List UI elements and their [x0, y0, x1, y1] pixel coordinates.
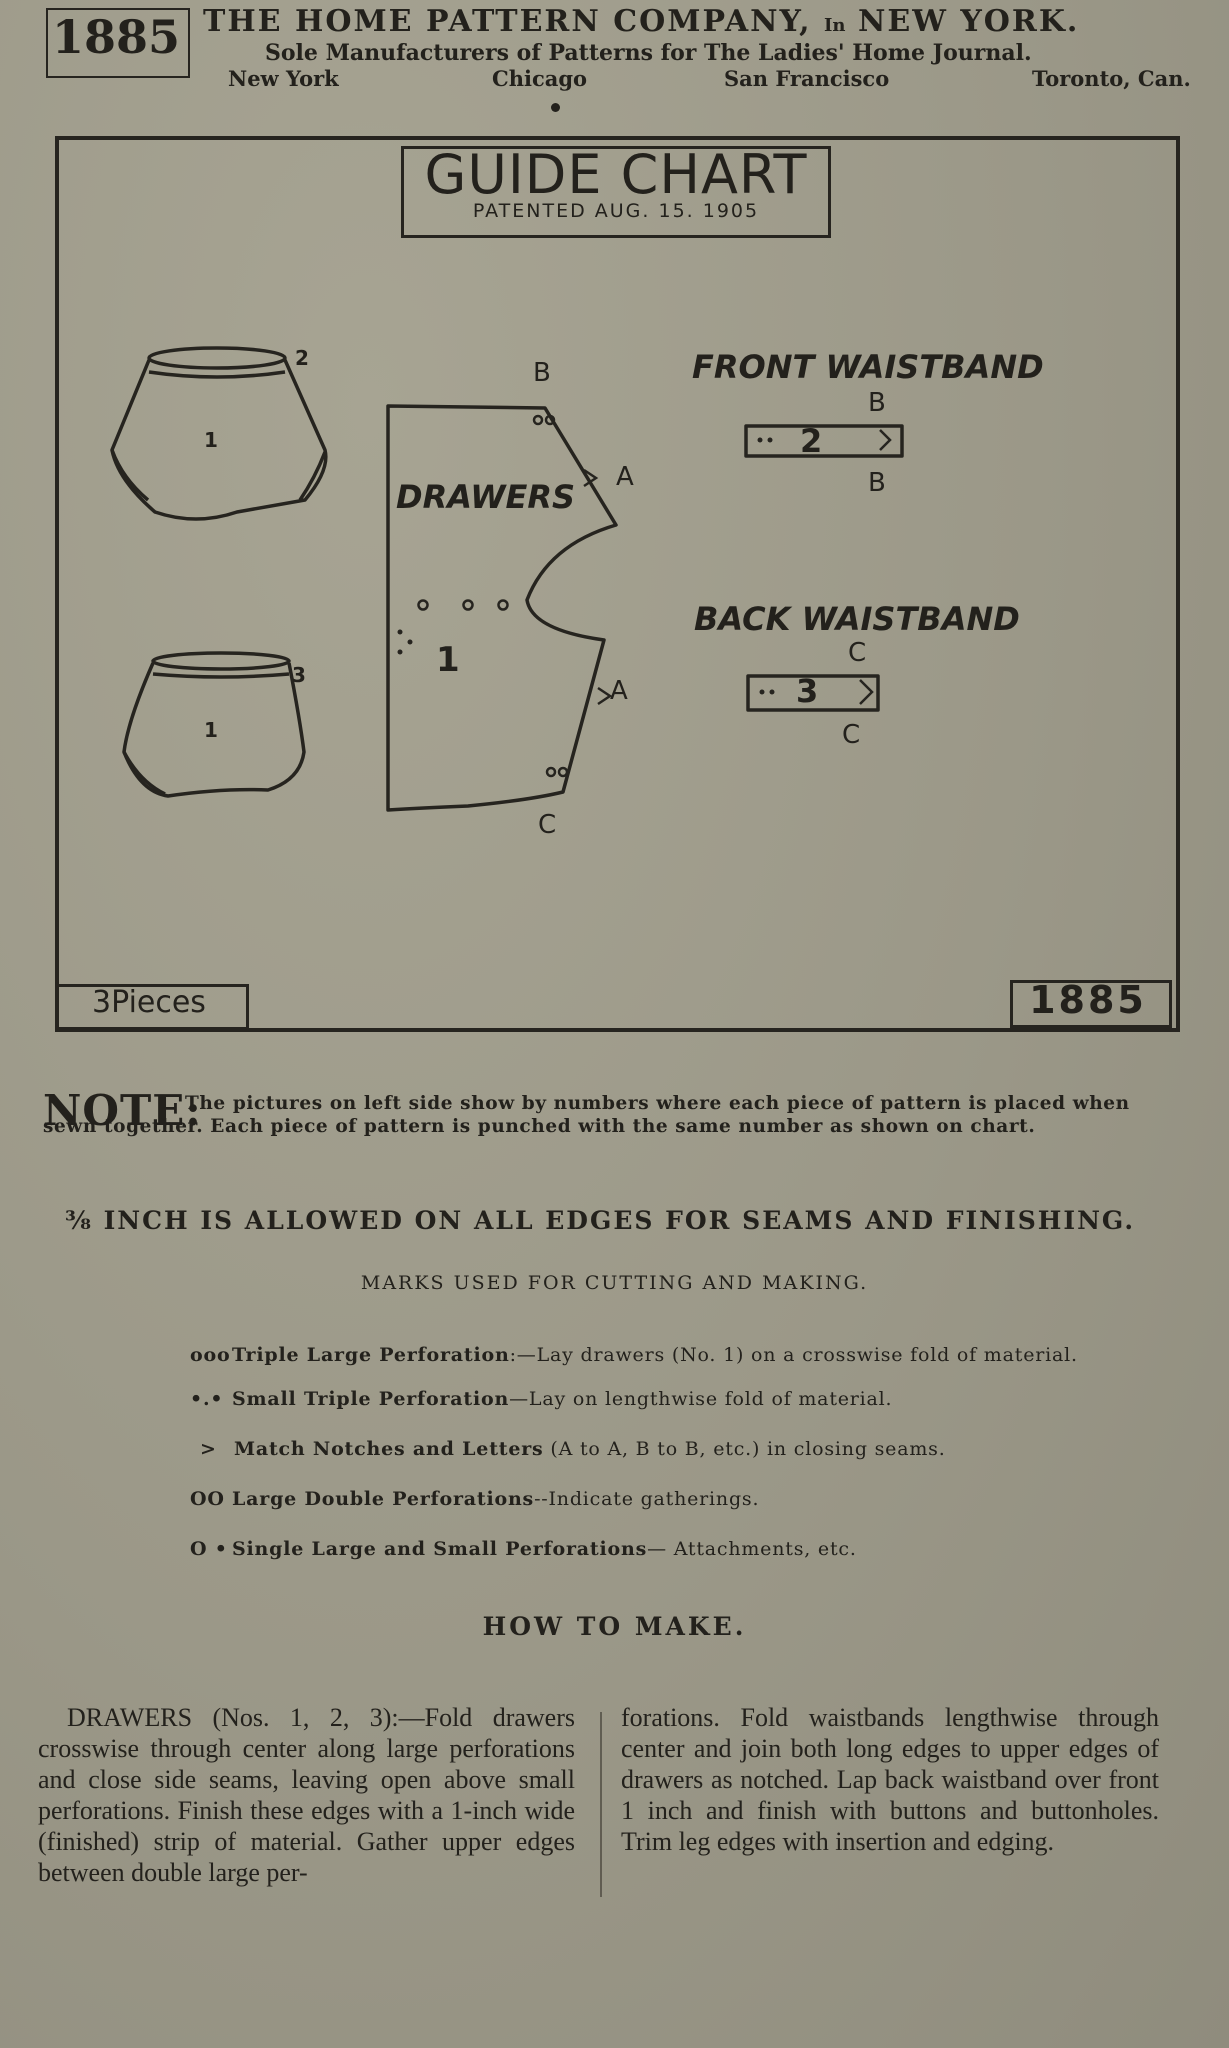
small-perforation-icon: [759, 689, 765, 695]
mark-name: Small Triple Perforation: [232, 1388, 510, 1410]
letter-b-waistband-bottom: B: [868, 468, 886, 498]
header-dot: [551, 103, 560, 112]
pieces-count: 3Pieces: [92, 985, 206, 1020]
notch-c-waistband-icon: [859, 679, 874, 705]
company-in: In: [823, 15, 846, 36]
notch-a-upper-icon: [583, 468, 599, 488]
drawers-front-number: 1: [204, 428, 218, 452]
triple-large-perforation-icon: ooo: [190, 1344, 231, 1366]
mark-single-large-small: O •Single Large and Small Perforations— …: [190, 1538, 857, 1560]
note-label: NOTE:: [43, 1086, 202, 1135]
mark-name: Single Large and Small Perforations: [232, 1538, 648, 1560]
note-text: The pictures on left side show by number…: [43, 1093, 1130, 1137]
drawers-assembled-back-icon: [122, 651, 306, 798]
drawers-back-waistband-number: 3: [292, 663, 306, 687]
company-name: THE HOME PATTERN COMPANY,: [203, 4, 812, 39]
mark-text: --Indicate gatherings.: [534, 1488, 760, 1510]
mark-name: Triple Large Perforation: [232, 1344, 510, 1366]
notch-icon: >: [200, 1438, 217, 1460]
chart-pattern-number: 1885: [1029, 978, 1147, 1022]
front-waistband-number: 2: [800, 422, 823, 460]
small-perforation-icon: [757, 437, 763, 443]
back-waistband-piece-icon: [746, 674, 880, 712]
marks-title: MARKS USED FOR CUTTING AND MAKING.: [360, 1272, 869, 1294]
mark-name: Match Notches and Letters: [234, 1438, 544, 1460]
column-divider: [600, 1712, 602, 1897]
mark-triple-large: oooTriple Large Perforation:—Lay drawers…: [190, 1344, 1078, 1366]
sole-manufacturers-line: Sole Manufacturers of Patterns for The L…: [265, 40, 1032, 66]
city-new-york: New York: [228, 66, 339, 91]
company-name-line: THE HOME PATTERN COMPANY, In NEW YORK.: [203, 4, 1079, 39]
drawers-back-number: 1: [204, 718, 218, 742]
letter-a-upper: A: [616, 462, 634, 492]
front-waistband-label: FRONT WAISTBAND: [692, 348, 1044, 386]
city-chicago: Chicago: [492, 66, 588, 91]
mark-text: — Attachments, etc.: [647, 1538, 857, 1560]
front-waistband-piece-icon: [744, 424, 904, 458]
letter-b-waistband-top: B: [868, 388, 886, 418]
drawers-pattern-piece-icon: [386, 404, 618, 812]
perforation-icon: [532, 414, 544, 426]
guide-chart-patent: PATENTED AUG. 15. 1905: [472, 200, 760, 222]
small-triple-perforation-icon: •.•: [190, 1388, 224, 1410]
notch-a-lower-icon: [597, 686, 613, 706]
mark-notches: > Match Notches and Letters (A to A, B to…: [200, 1438, 946, 1460]
pattern-drawings: [110, 346, 904, 812]
guide-chart-title-box: [401, 146, 831, 238]
small-perforation-icon: [397, 629, 403, 635]
city-toronto: Toronto, Can.: [1032, 66, 1191, 91]
instructions-right-column: forations. Fold waistbands lengthwise th…: [621, 1703, 1159, 1856]
back-waistband-label: BACK WAISTBAND: [694, 600, 1020, 638]
single-large-small-perforation-icon: O •: [190, 1538, 228, 1560]
seam-allowance-line: ⅜ INCH IS ALLOWED ON ALL EDGES FOR SEAMS…: [65, 1206, 1136, 1235]
notch-b-waistband-icon: [879, 429, 892, 451]
guide-chart-frame: [55, 136, 1180, 1032]
pattern-number-box: [46, 8, 190, 78]
mark-text: —Lay on lengthwise fold of material.: [509, 1388, 893, 1410]
back-waistband-number: 3: [796, 672, 819, 710]
mark-text: :—Lay drawers (No. 1) on a crosswise fol…: [509, 1344, 1078, 1366]
letter-b-top: B: [533, 358, 551, 388]
company-city: NEW YORK.: [857, 4, 1080, 39]
mark-text: (A to A, B to B, etc.) in closing seams.: [543, 1438, 946, 1460]
drawers-assembled-front-icon: [110, 346, 328, 521]
letter-c-bottom: C: [538, 810, 557, 840]
chart-number-box: [1010, 980, 1172, 1028]
pieces-box: [55, 984, 249, 1030]
guide-chart-title: GUIDE CHART: [424, 143, 808, 206]
perforation-icon: [545, 766, 557, 778]
how-to-make-title: HOW TO MAKE.: [482, 1612, 747, 1641]
small-perforation-icon: [767, 437, 773, 443]
letter-c-waistband-top: C: [848, 638, 867, 668]
small-perforation-icon: [397, 649, 403, 655]
city-san-francisco: San Francisco: [724, 66, 890, 91]
drawers-front-waistband-number: 2: [295, 346, 309, 370]
mark-large-double: OO Large Double Perforations--Indicate ga…: [190, 1488, 759, 1510]
small-perforation-icon: [407, 639, 413, 645]
perforation-icon: [462, 599, 474, 611]
perforation-icon: [497, 599, 509, 611]
small-perforation-icon: [769, 689, 775, 695]
mark-small-triple: •.• Small Triple Perforation—Lay on lengt…: [190, 1388, 892, 1410]
large-double-perforation-icon: OO: [190, 1488, 225, 1510]
pattern-number: 1885: [51, 10, 181, 64]
mark-name: Large Double Perforations: [232, 1488, 535, 1510]
letter-c-waistband-bottom: C: [842, 720, 861, 750]
drawers-piece-number: 1: [436, 640, 460, 680]
perforation-icon: [544, 414, 556, 426]
perforation-icon: [557, 766, 569, 778]
drawers-label: DRAWERS: [396, 478, 576, 516]
letter-a-lower: A: [610, 676, 628, 706]
instructions-left-column: DRAWERS (Nos. 1, 2, 3):—Fold drawers cro…: [38, 1703, 575, 1887]
perforation-icon: [417, 599, 429, 611]
